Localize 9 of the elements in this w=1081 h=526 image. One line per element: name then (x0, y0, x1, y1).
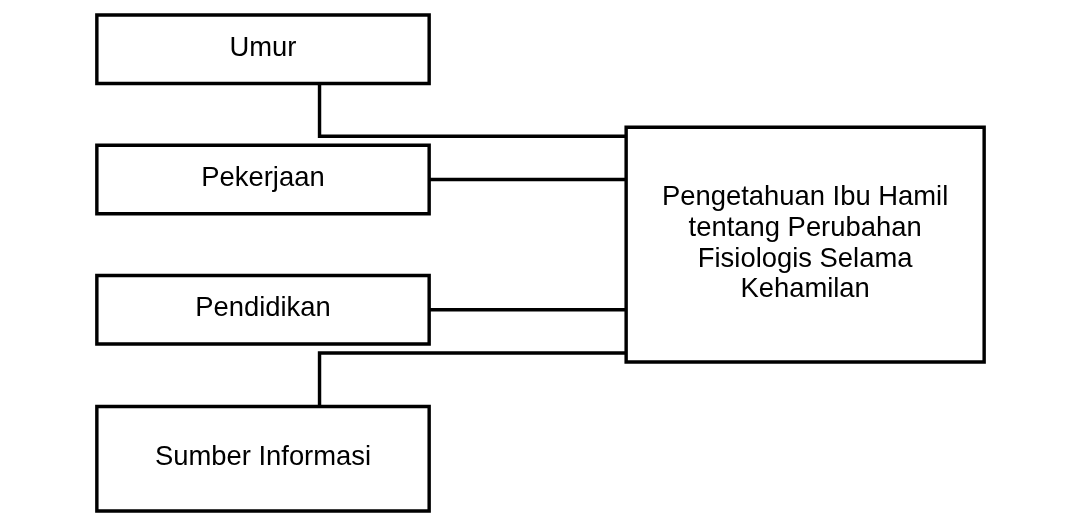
connector (429, 177, 626, 182)
node-box: Umur (95, 13, 431, 86)
node-box: Pendidikan (95, 273, 431, 346)
node-box: Sumber Informasi (95, 404, 431, 513)
connector (317, 83, 626, 138)
node-box: Pekerjaan (95, 143, 431, 216)
connector (317, 351, 626, 407)
connector (429, 307, 626, 312)
node-box: Pengetahuan Ibu Hamil tentang Perubahan Fisiologis Selama Kehamilan (624, 125, 986, 364)
